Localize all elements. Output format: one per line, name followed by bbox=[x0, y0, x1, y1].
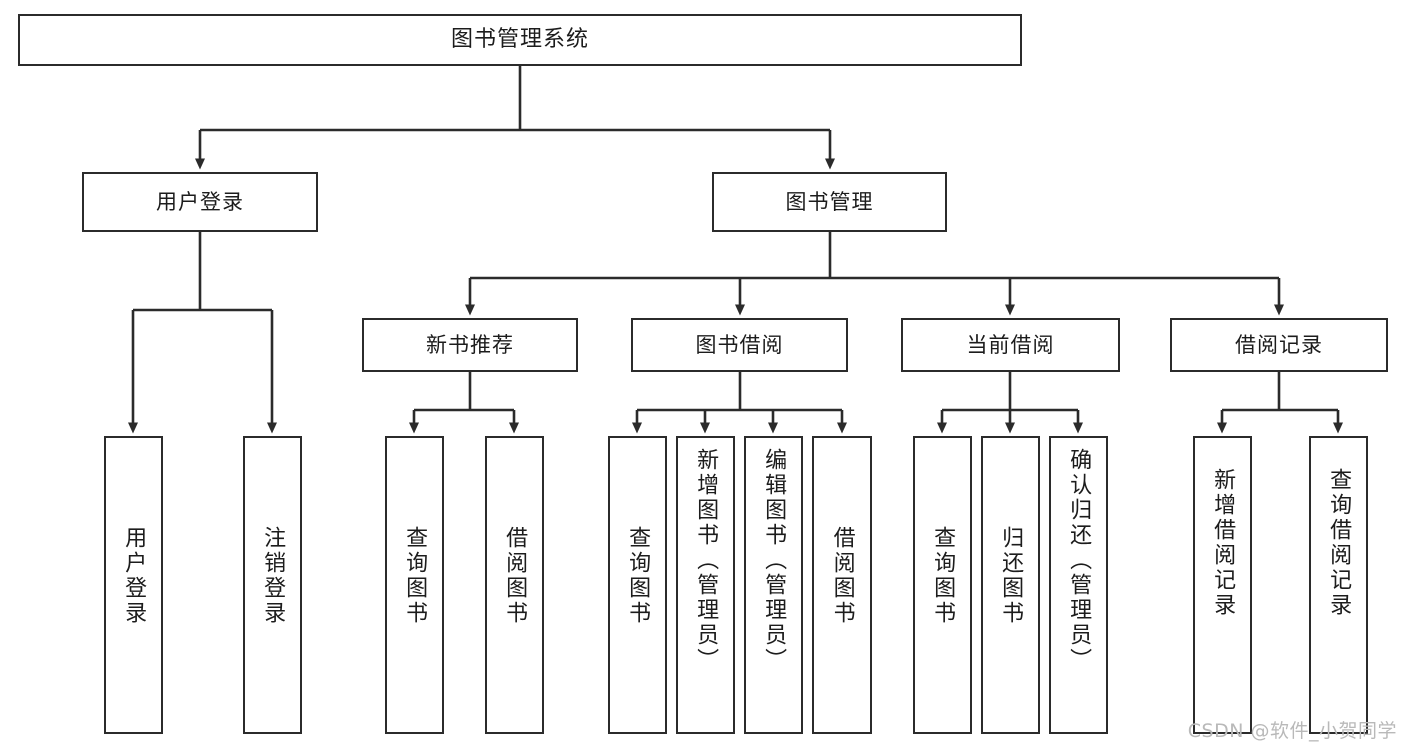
node-label: 用户登录 bbox=[121, 526, 147, 626]
node-leaf-confirm-return-admin[interactable]: 确认归还（管理员） bbox=[1049, 436, 1108, 734]
node-book-manage[interactable]: 图书管理 bbox=[712, 172, 947, 232]
watermark: CSDN @软件_小贺同学 bbox=[1187, 720, 1397, 742]
node-label: 借阅记录 bbox=[1235, 332, 1323, 357]
node-label: 当前借阅 bbox=[966, 332, 1055, 357]
node-new-book-recommend[interactable]: 新书推荐 bbox=[362, 318, 578, 372]
node-borrow-record[interactable]: 借阅记录 bbox=[1170, 318, 1388, 372]
node-label: 编辑图书（管理员） bbox=[761, 448, 787, 673]
node-label: 图书借阅 bbox=[695, 332, 784, 357]
node-label: 新书推荐 bbox=[426, 332, 514, 357]
node-label: 借阅图书 bbox=[829, 526, 855, 626]
node-label: 查询图书 bbox=[930, 526, 956, 626]
node-leaf-query-book-borrow[interactable]: 查询图书 bbox=[608, 436, 667, 734]
node-label: 用户登录 bbox=[156, 189, 244, 214]
node-leaf-borrow-book-recommend[interactable]: 借阅图书 bbox=[485, 436, 544, 734]
node-label: 新增借阅记录 bbox=[1210, 468, 1236, 618]
node-leaf-add-book-admin[interactable]: 新增图书（管理员） bbox=[676, 436, 735, 734]
node-label: 注销登录 bbox=[260, 526, 286, 626]
node-leaf-query-book-current[interactable]: 查询图书 bbox=[913, 436, 972, 734]
node-user-login[interactable]: 用户登录 bbox=[82, 172, 318, 232]
node-label: 查询借阅记录 bbox=[1326, 468, 1352, 618]
node-current-borrow[interactable]: 当前借阅 bbox=[901, 318, 1120, 372]
node-label: 新增图书（管理员） bbox=[693, 448, 719, 673]
node-label: 查询图书 bbox=[402, 526, 428, 626]
node-leaf-query-borrow-record[interactable]: 查询借阅记录 bbox=[1309, 436, 1368, 734]
node-label: 图书管理 bbox=[785, 189, 874, 214]
node-leaf-query-book-recommend[interactable]: 查询图书 bbox=[385, 436, 444, 734]
node-leaf-borrow-book-borrow[interactable]: 借阅图书 bbox=[812, 436, 872, 734]
node-root-book-management-system[interactable]: 图书管理系统 bbox=[18, 14, 1022, 66]
node-leaf-user-login[interactable]: 用户登录 bbox=[104, 436, 163, 734]
node-label: 图书管理系统 bbox=[450, 27, 589, 53]
node-leaf-add-borrow-record[interactable]: 新增借阅记录 bbox=[1193, 436, 1252, 734]
node-label: 归还图书 bbox=[998, 526, 1024, 626]
node-label: 确认归还（管理员） bbox=[1066, 448, 1092, 673]
node-leaf-return-book[interactable]: 归还图书 bbox=[981, 436, 1040, 734]
node-leaf-edit-book-admin[interactable]: 编辑图书（管理员） bbox=[744, 436, 803, 734]
node-label: 借阅图书 bbox=[502, 526, 528, 626]
node-label: 查询图书 bbox=[625, 526, 651, 626]
node-book-borrow[interactable]: 图书借阅 bbox=[631, 318, 848, 372]
node-leaf-user-logout[interactable]: 注销登录 bbox=[243, 436, 302, 734]
